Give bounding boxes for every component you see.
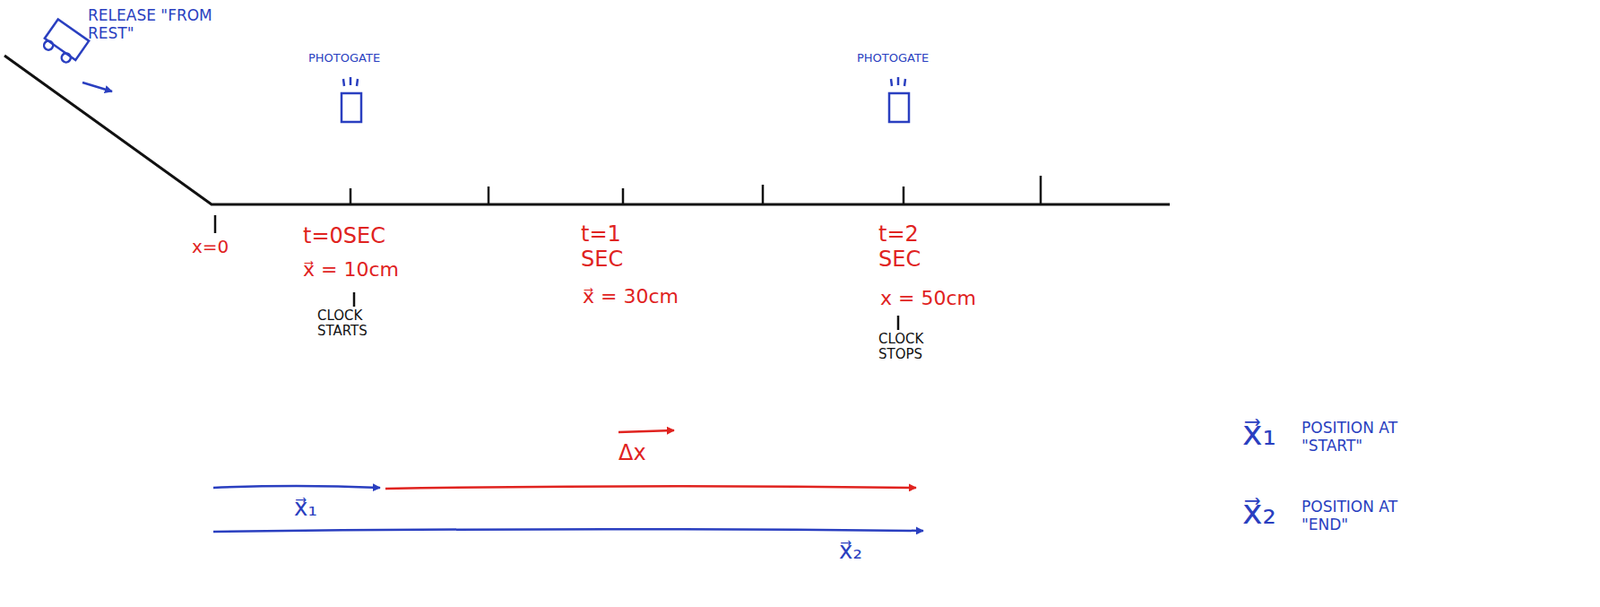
track-ticks <box>350 175 1041 205</box>
vector-label: x⃗₁ <box>294 494 357 522</box>
legend-symbol: x⃗₂ <box>1242 492 1306 533</box>
time-label: t=1 SEC <box>580 222 648 272</box>
delta-x-vector <box>385 485 917 489</box>
x1-vector <box>213 485 381 488</box>
photogate-symbol <box>341 77 362 122</box>
clock-note: CLOCK STOPS <box>878 331 965 364</box>
cart <box>40 18 89 67</box>
note-text: RELEASE "FROM REST" <box>87 7 250 43</box>
photogate-label: PHOTOGATE <box>856 51 956 66</box>
vector-label: Δx <box>618 441 691 467</box>
legend-text: POSITION AT "START" <box>1301 419 1428 455</box>
ramp-and-track <box>4 55 1170 205</box>
vector-label: x⃗₂ <box>838 537 902 565</box>
clock-note: CLOCK STARTS <box>317 308 404 340</box>
delta-x-overarrow <box>618 430 675 433</box>
position-label: x = 50cm <box>880 286 1024 310</box>
legend-text: POSITION AT "END" <box>1301 498 1428 534</box>
x2-vector <box>213 528 924 532</box>
position-label: x=0 <box>191 236 264 258</box>
cart-direction-arrow <box>82 82 113 92</box>
time-label: t=2 SEC <box>878 222 951 272</box>
legend-symbol: x⃗₁ <box>1242 414 1306 454</box>
time-label: t=0SEC <box>302 224 429 250</box>
photogate-label: PHOTOGATE <box>308 51 407 66</box>
photogate-symbol <box>889 77 909 122</box>
position-label: x⃗ = 10cm <box>302 258 447 281</box>
position-label: x⃗ = 30cm <box>582 285 736 308</box>
